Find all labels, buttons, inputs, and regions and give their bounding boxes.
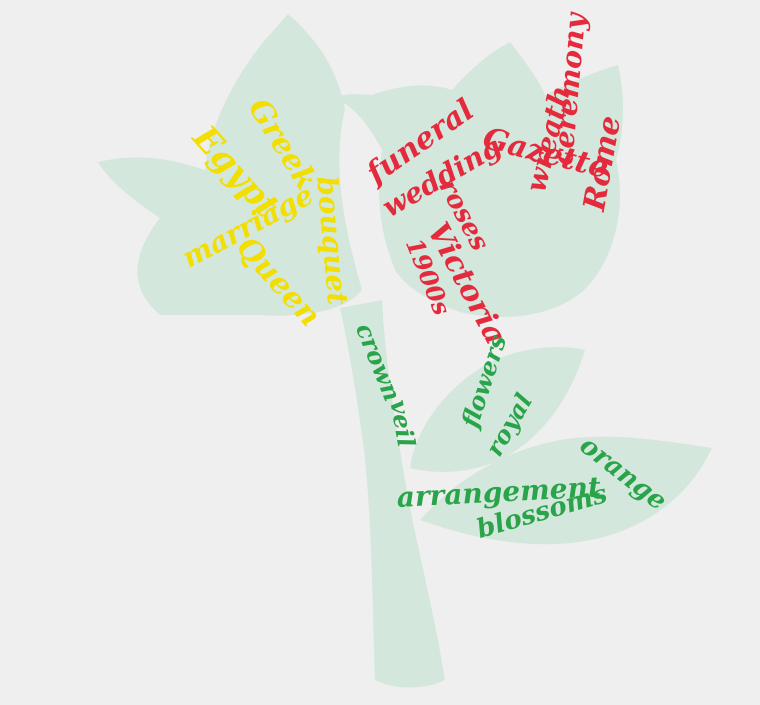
lower-leaf-shape: [420, 436, 712, 545]
stem-shape: [340, 300, 445, 688]
upper-leaf-shape: [410, 347, 585, 472]
silhouette-group: [98, 14, 712, 688]
word-veil: veil: [384, 397, 422, 450]
left-flower-shape: [98, 14, 362, 316]
right-flower-shape: [335, 42, 624, 318]
